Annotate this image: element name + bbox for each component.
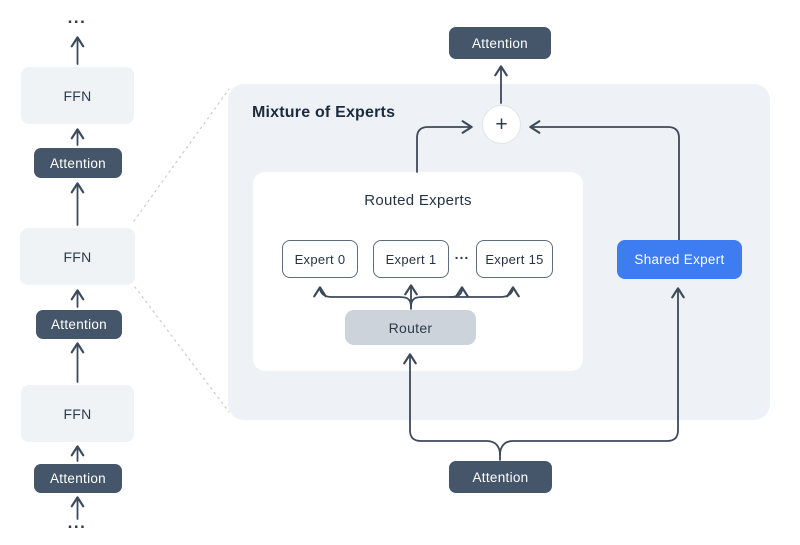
sum-node: +	[482, 105, 521, 144]
ffn-block-1: FFN	[21, 67, 134, 124]
moe-panel-title: Mixture of Experts	[252, 104, 396, 121]
stack-continues-top-ellipsis: ...	[67, 8, 87, 27]
routed-experts-title: Routed Experts	[364, 192, 472, 209]
ffn-block-3: FFN	[21, 385, 134, 442]
attention-block-3: Attention	[34, 464, 122, 493]
plus-icon: +	[495, 113, 508, 136]
experts-ellipsis: ...	[454, 246, 470, 262]
router-box: Router	[345, 310, 476, 345]
expert-0-box: Expert 0	[282, 240, 358, 278]
attention-block-2: Attention	[36, 310, 122, 339]
attention-input-box: Attention	[449, 461, 552, 493]
expert-15-box: Expert 15	[476, 240, 553, 278]
attention-block-1: Attention	[34, 148, 122, 178]
expert-1-box: Expert 1	[373, 240, 449, 278]
shared-expert-box: Shared Expert	[617, 240, 742, 279]
attention-output-box: Attention	[449, 27, 551, 59]
ffn-block-2-expanded: FFN	[20, 228, 135, 285]
stack-continues-bottom-ellipsis: ...	[67, 513, 87, 532]
